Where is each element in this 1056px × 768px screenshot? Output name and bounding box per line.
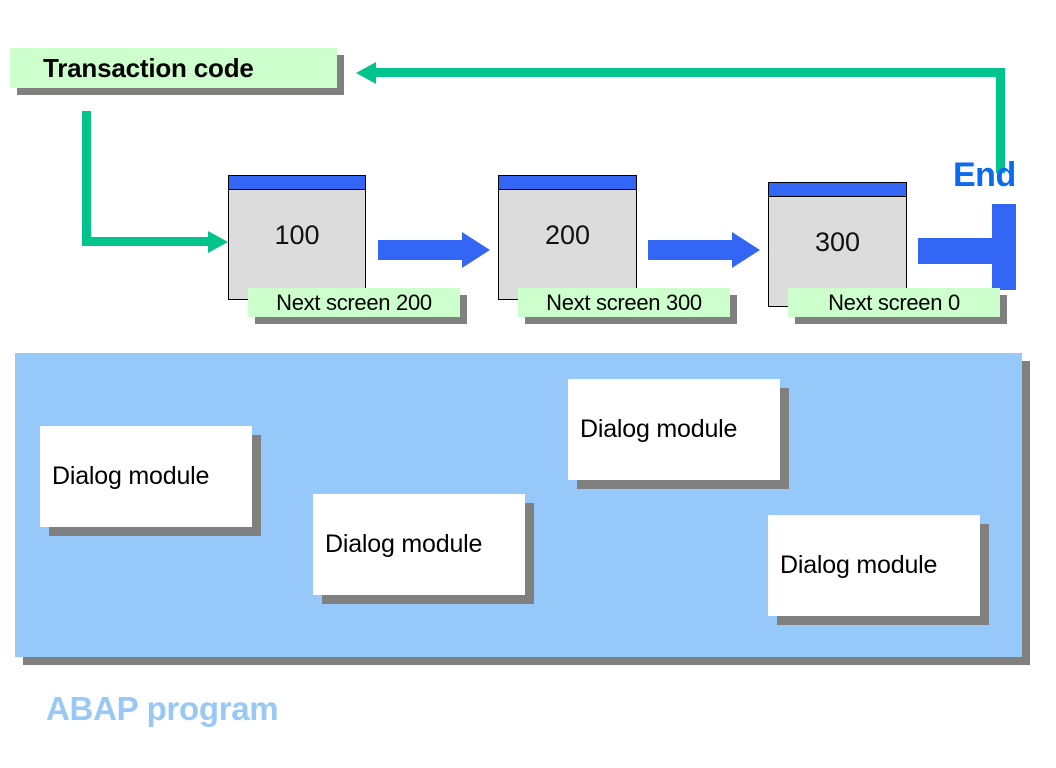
- next-screen-label: Next screen 200: [276, 289, 432, 315]
- dialog-module-box: Dialog module: [313, 494, 525, 595]
- abap-program-label: ABAP program: [46, 690, 279, 727]
- flow-arrow-100-to-200-icon: [378, 232, 490, 268]
- return-connector-vertical-segment: [996, 68, 1005, 173]
- screen-titlebar-icon: [769, 183, 906, 197]
- next-screen-callout-300: Next screen 0: [788, 288, 1000, 317]
- dialog-module-label: Dialog module: [580, 415, 738, 443]
- next-screen-label: Next screen 0: [828, 289, 960, 315]
- return-connector-arrowhead-icon: [356, 62, 376, 84]
- screen-number-label: 100: [274, 220, 320, 250]
- start-connector-vertical-segment: [82, 111, 91, 246]
- screen-number-label: 300: [814, 227, 861, 257]
- screen-number-label: 200: [544, 220, 591, 250]
- arrow-shaft: [378, 240, 462, 260]
- dialog-module-label: Dialog module: [52, 462, 210, 490]
- start-connector-horizontal-segment: [82, 237, 212, 246]
- next-screen-callout-200: Next screen 300: [518, 288, 730, 317]
- screen-box-200: 200: [498, 175, 637, 300]
- dialog-module-label: Dialog module: [780, 551, 938, 579]
- arrow-head: [462, 232, 490, 268]
- flow-arrow-200-to-300-icon: [648, 232, 760, 268]
- transaction-code-label: Transaction code: [43, 52, 254, 83]
- screen-box-100: 100: [228, 175, 366, 300]
- arrow-shaft: [648, 240, 732, 260]
- dialog-module-box: Dialog module: [40, 426, 252, 527]
- dialog-module-box: Dialog module: [568, 379, 780, 480]
- end-terminator-vertical-bar-icon: [992, 204, 1016, 290]
- end-label: End: [953, 156, 1016, 194]
- screen-box-300: 300: [768, 182, 907, 307]
- arrow-head: [732, 232, 760, 268]
- start-connector-arrowhead-icon: [208, 231, 228, 253]
- next-screen-label: Next screen 300: [546, 289, 702, 315]
- screen-titlebar-icon: [499, 176, 636, 190]
- dialog-module-box: Dialog module: [768, 515, 980, 616]
- end-terminator-horizontal-bar-icon: [918, 238, 996, 264]
- screen-titlebar-icon: [229, 176, 365, 190]
- dialog-module-label: Dialog module: [325, 530, 483, 558]
- return-connector-horizontal-segment: [375, 68, 1005, 77]
- next-screen-callout-100: Next screen 200: [248, 288, 460, 317]
- transaction-code-box: Transaction code: [10, 48, 337, 88]
